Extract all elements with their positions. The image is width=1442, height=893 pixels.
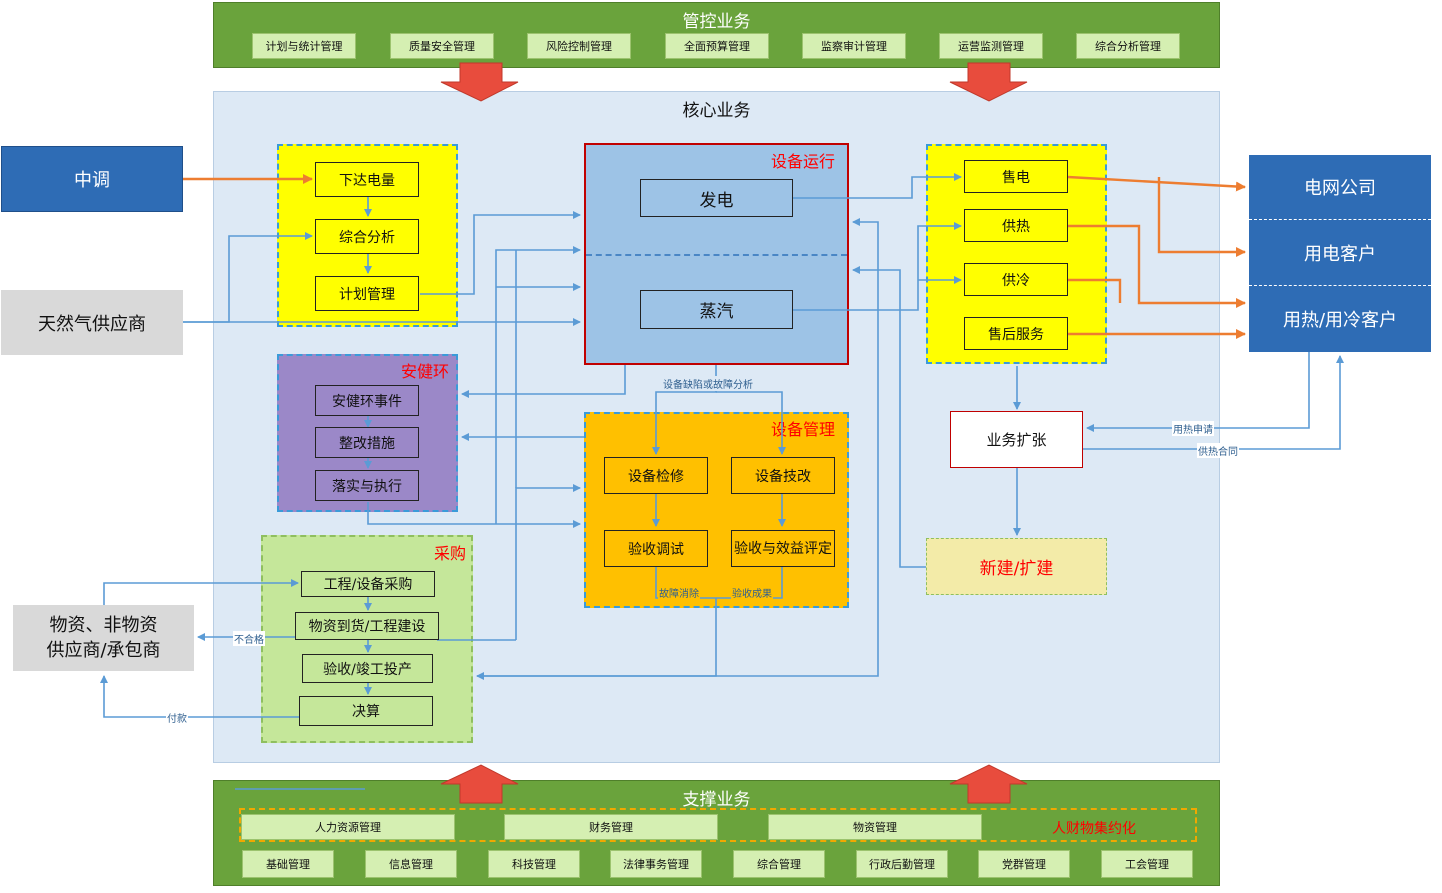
management-control-band: 管控业务 计划与统计管理 质量安全管理 风险控制管理 全面预算管理 监察审计管理… <box>213 2 1220 68</box>
acceptance-result-label: 验收成果 <box>731 585 773 600</box>
generation-node[interactable]: 发电 <box>640 179 793 217</box>
support-item[interactable]: 党群管理 <box>978 850 1070 878</box>
top-item[interactable]: 综合分析管理 <box>1076 33 1180 59</box>
cold-supply-node[interactable]: 供冷 <box>964 263 1068 296</box>
equipment-procurement-node[interactable]: 工程/设备采购 <box>301 571 435 597</box>
top-item[interactable]: 风险控制管理 <box>527 33 631 59</box>
fault-clear-label: 故障消除 <box>658 585 700 600</box>
top-item[interactable]: 质量安全管理 <box>390 33 494 59</box>
support-item[interactable]: 人力资源管理 <box>241 814 455 840</box>
support-item[interactable]: 法律事务管理 <box>610 850 702 878</box>
support-item[interactable]: 财务管理 <box>504 814 718 840</box>
plan-management-node[interactable]: 计划管理 <box>315 276 419 311</box>
core-business-title: 核心业务 <box>682 101 751 121</box>
support-band: 支撑业务 人力资源管理 财务管理 物资管理 人财物集约化 基础管理 信息管理 科… <box>213 780 1220 886</box>
material-supplier-line1: 物资、非物资 <box>49 615 158 636</box>
equipment-run-group <box>584 143 849 365</box>
equipment-run-divider <box>586 254 847 256</box>
grid-company[interactable]: 电网公司 <box>1249 155 1431 219</box>
power-sales-node[interactable]: 售电 <box>964 160 1068 193</box>
hse-title: 安健环 <box>401 362 450 381</box>
acceptance-evaluation-node[interactable]: 验收与效益评定 <box>731 530 835 567</box>
support-item[interactable]: 行政后勤管理 <box>856 850 948 878</box>
management-control-title: 管控业务 <box>682 12 751 32</box>
material-arrival-node[interactable]: 物资到货/工程建设 <box>295 612 439 640</box>
material-supplier-line2: 供应商/承包商 <box>46 640 161 661</box>
after-sales-node[interactable]: 售后服务 <box>964 317 1068 350</box>
support-item[interactable]: 信息管理 <box>365 850 457 878</box>
equipment-mgmt-title: 设备管理 <box>771 420 836 439</box>
equipment-run-title: 设备运行 <box>771 152 836 171</box>
business-expansion-node[interactable]: 业务扩张 <box>950 411 1083 468</box>
power-customer[interactable]: 用电客户 <box>1249 219 1431 285</box>
defect-analysis-label: 设备缺陷或故障分析 <box>662 376 754 391</box>
support-item[interactable]: 基础管理 <box>242 850 334 878</box>
top-item[interactable]: 全面预算管理 <box>665 33 769 59</box>
new-build-node[interactable]: 新建/扩建 <box>926 538 1107 595</box>
steam-node[interactable]: 蒸汽 <box>640 290 793 329</box>
support-item[interactable]: 物资管理 <box>768 814 982 840</box>
support-title: 支撑业务 <box>682 790 751 810</box>
comprehensive-analysis-node[interactable]: 综合分析 <box>315 219 419 254</box>
equipment-mgmt-group <box>584 412 849 608</box>
heat-contract-label: 供热合同 <box>1197 443 1239 458</box>
implementation-node[interactable]: 落实与执行 <box>315 470 419 501</box>
heat-supply-node[interactable]: 供热 <box>964 209 1068 242</box>
hse-event-node[interactable]: 安健环事件 <box>315 385 419 416</box>
commissioning-node[interactable]: 验收调试 <box>604 530 708 567</box>
support-item[interactable]: 科技管理 <box>488 850 580 878</box>
gas-supplier[interactable]: 天然气供应商 <box>1 290 183 355</box>
procurement-title: 采购 <box>434 544 467 563</box>
rectification-node[interactable]: 整改措施 <box>315 427 419 458</box>
support-item[interactable]: 工会管理 <box>1101 850 1193 878</box>
heat-cold-customer[interactable]: 用热/用冷客户 <box>1249 285 1431 352</box>
heat-application-label: 用热申请 <box>1172 421 1214 436</box>
intensive-group <box>239 808 1197 842</box>
top-item[interactable]: 运营监测管理 <box>939 33 1043 59</box>
payment-label: 付款 <box>166 710 188 725</box>
final-accounts-node[interactable]: 决算 <box>299 696 433 726</box>
issue-power-node[interactable]: 下达电量 <box>315 162 419 197</box>
dispatch-center[interactable]: 中调 <box>1 146 183 212</box>
support-item[interactable]: 综合管理 <box>733 850 825 878</box>
material-supplier[interactable]: 物资、非物资 供应商/承包商 <box>13 605 194 671</box>
unqualified-label: 不合格 <box>233 631 265 646</box>
equipment-repair-node[interactable]: 设备检修 <box>604 457 708 494</box>
equipment-retrofit-node[interactable]: 设备技改 <box>731 457 835 494</box>
intensive-label: 人财物集约化 <box>1052 821 1136 837</box>
top-item[interactable]: 监察审计管理 <box>802 33 906 59</box>
top-item[interactable]: 计划与统计管理 <box>252 33 356 59</box>
completion-acceptance-node[interactable]: 验收/竣工投产 <box>302 654 433 683</box>
